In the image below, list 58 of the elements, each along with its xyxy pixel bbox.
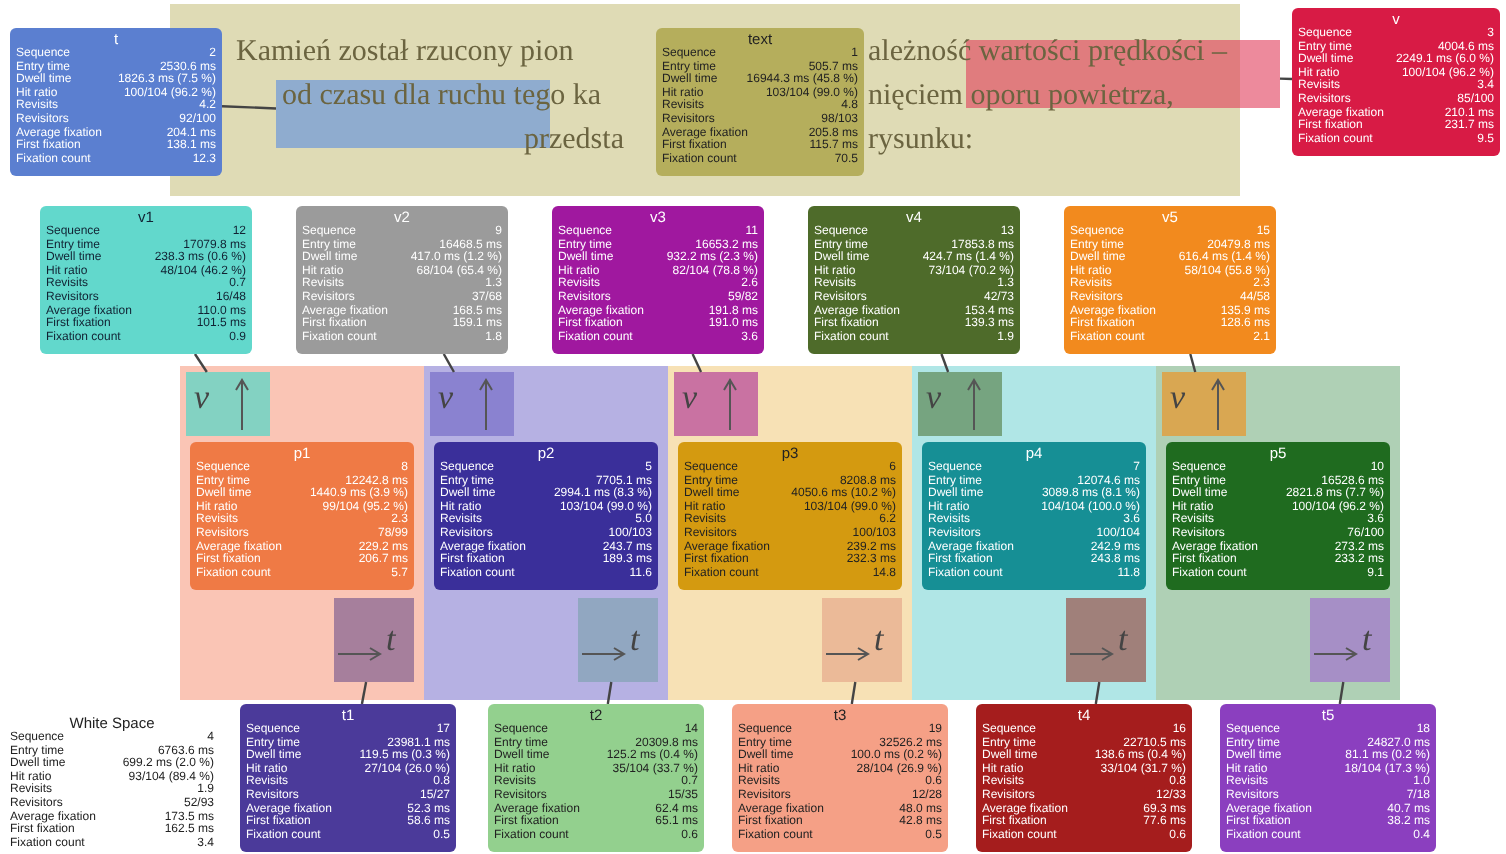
stats-card: [40, 206, 252, 354]
axis-label: v: [1170, 380, 1186, 414]
highlight-box: [430, 372, 514, 436]
leader-line: [1338, 681, 1345, 705]
leader-line: [606, 681, 613, 705]
leader-line: [1189, 353, 1197, 373]
leader-line: [221, 105, 277, 110]
axis-label: v: [438, 380, 454, 414]
highlight-box: [918, 372, 1002, 436]
stats-card: [434, 442, 658, 590]
stats-card: [808, 206, 1020, 354]
leader-line: [360, 681, 368, 705]
highlight-box: [180, 366, 424, 700]
axis-label: t: [1118, 622, 1128, 656]
stats-card: [240, 704, 456, 852]
stats-card: [10, 28, 222, 176]
stats-card: [1292, 8, 1500, 156]
highlight-box: [822, 598, 902, 682]
highlight-box: [1156, 366, 1400, 700]
leader-line: [193, 353, 208, 373]
stats-card: [296, 206, 508, 354]
stats-card: [1166, 442, 1390, 590]
highlight-box: [674, 372, 758, 436]
stats-card: [488, 704, 704, 852]
stats-card: [678, 442, 902, 590]
axis-label: t: [1362, 622, 1372, 656]
axis-label: v: [926, 380, 942, 414]
highlight-box: [334, 598, 414, 682]
highlight-box: [1310, 598, 1390, 682]
stimulus-text: Kamień został rzucony pion: [236, 36, 574, 70]
stats-card: [732, 704, 948, 852]
highlight-box: [186, 372, 270, 436]
stats-card: [1220, 704, 1436, 852]
stats-card: [656, 28, 864, 176]
axis-label: t: [386, 622, 396, 656]
leader-line: [850, 681, 857, 705]
leader-line: [1279, 77, 1293, 81]
highlight-box: [424, 366, 668, 700]
highlight-box: [1162, 372, 1246, 436]
leader-line: [442, 353, 455, 373]
highlight-box: [668, 366, 912, 700]
highlight-box: [1066, 598, 1146, 682]
stats-card: [552, 206, 764, 354]
highlight-box: [578, 598, 658, 682]
stats-card: [1064, 206, 1276, 354]
stimulus-text: rysunku:: [868, 124, 973, 158]
highlight-box: [912, 366, 1156, 700]
axis-label: v: [682, 380, 698, 414]
stimulus-text: nięciem oporu powietrza,: [868, 80, 1174, 114]
stats-card: [922, 442, 1146, 590]
axis-label: t: [874, 622, 884, 656]
axis-label: v: [194, 380, 210, 414]
axis-label: t: [630, 622, 640, 656]
stats-card: [190, 442, 414, 590]
leader-line: [940, 353, 950, 373]
leader-line: [691, 353, 703, 373]
leader-line: [1094, 681, 1101, 705]
stats-card: [976, 704, 1192, 852]
